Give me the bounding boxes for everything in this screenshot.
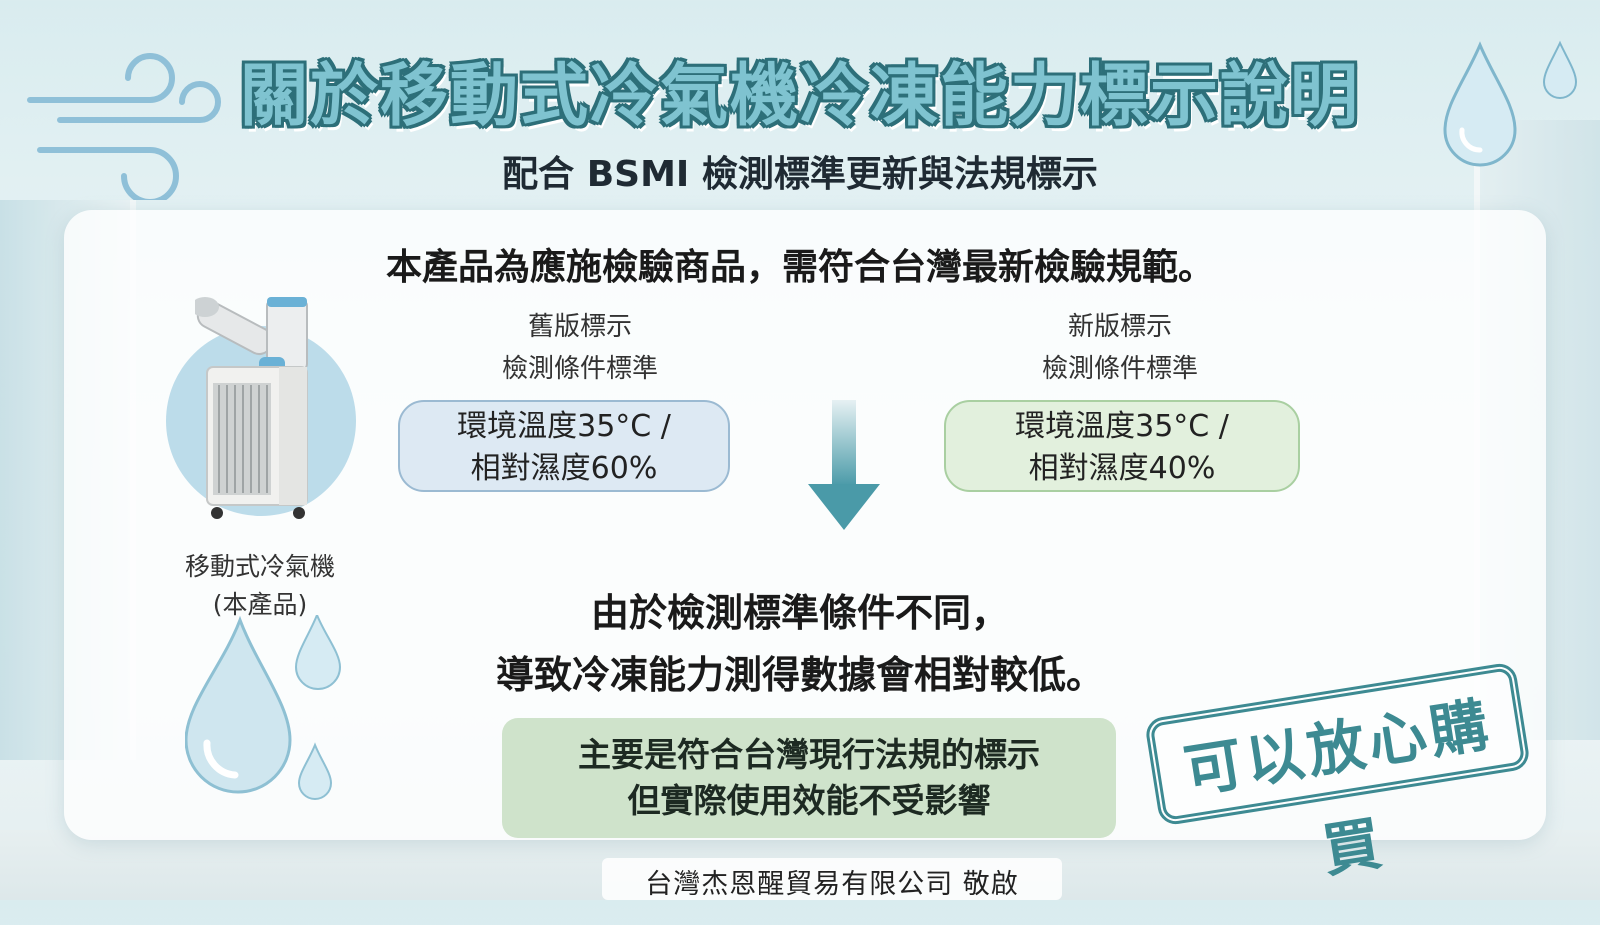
down-arrow-icon bbox=[808, 400, 880, 530]
wind-icon bbox=[27, 53, 221, 200]
water-drop-icon bbox=[1443, 41, 1517, 167]
old-standard-label-line1: 舊版標示 bbox=[527, 312, 632, 342]
note-line2: 但實際使用效能不受影響 bbox=[627, 781, 991, 820]
new-standard-label-line2: 檢測條件標準 bbox=[1041, 354, 1198, 384]
footer-signature: 台灣杰恩醒貿易有限公司 敬啟 bbox=[645, 869, 1019, 900]
old-standard-condition-box: 環境溫度35°C / 相對濕度60% bbox=[398, 400, 730, 492]
air-conditioner-image bbox=[195, 297, 308, 519]
footer-background bbox=[602, 858, 1062, 900]
product-label-line2: (本產品) bbox=[212, 590, 308, 619]
headline: 本產品為應施檢驗商品，需符合台灣最新檢驗規範。 bbox=[385, 247, 1214, 288]
new-condition-line2: 相對濕度40% bbox=[1028, 451, 1216, 486]
product-label: 移動式冷氣機 (本產品) bbox=[160, 548, 360, 624]
product-label-line1: 移動式冷氣機 bbox=[184, 552, 335, 581]
old-condition-line2: 相對濕度60% bbox=[470, 451, 658, 486]
new-standard-label: 新版標示 檢測條件標準 bbox=[970, 306, 1270, 390]
old-condition-line1: 環境溫度35°C / bbox=[457, 409, 671, 444]
explanation-line2: 導致冷凍能力測得數據會相對較低。 bbox=[495, 653, 1104, 697]
explanation-line1: 由於檢測標準條件不同， bbox=[590, 591, 1009, 635]
water-drop-icon bbox=[185, 615, 342, 800]
old-standard-label-line2: 檢測條件標準 bbox=[501, 354, 658, 384]
page-subtitle: 配合 BSMI 檢測標準更新與法規標示 bbox=[502, 154, 1098, 195]
old-standard-label: 舊版標示 檢測條件標準 bbox=[430, 306, 730, 390]
note-line1: 主要是符合台灣現行法規的標示 bbox=[578, 735, 1040, 774]
new-standard-condition-box: 環境溫度35°C / 相對濕度40% bbox=[944, 400, 1300, 492]
explanation-text: 由於檢測標準條件不同， 導致冷凍能力測得數據會相對較低。 bbox=[0, 582, 1600, 706]
new-condition-line1: 環境溫度35°C / bbox=[1015, 409, 1229, 444]
new-standard-label-line1: 新版標示 bbox=[1067, 312, 1172, 342]
note-box: 主要是符合台灣現行法規的標示 但實際使用效能不受影響 bbox=[502, 718, 1116, 838]
water-drop-icon bbox=[1542, 40, 1578, 99]
page-title: 關於移動式冷氣機冷凍能力標示說明 bbox=[239, 57, 1360, 136]
